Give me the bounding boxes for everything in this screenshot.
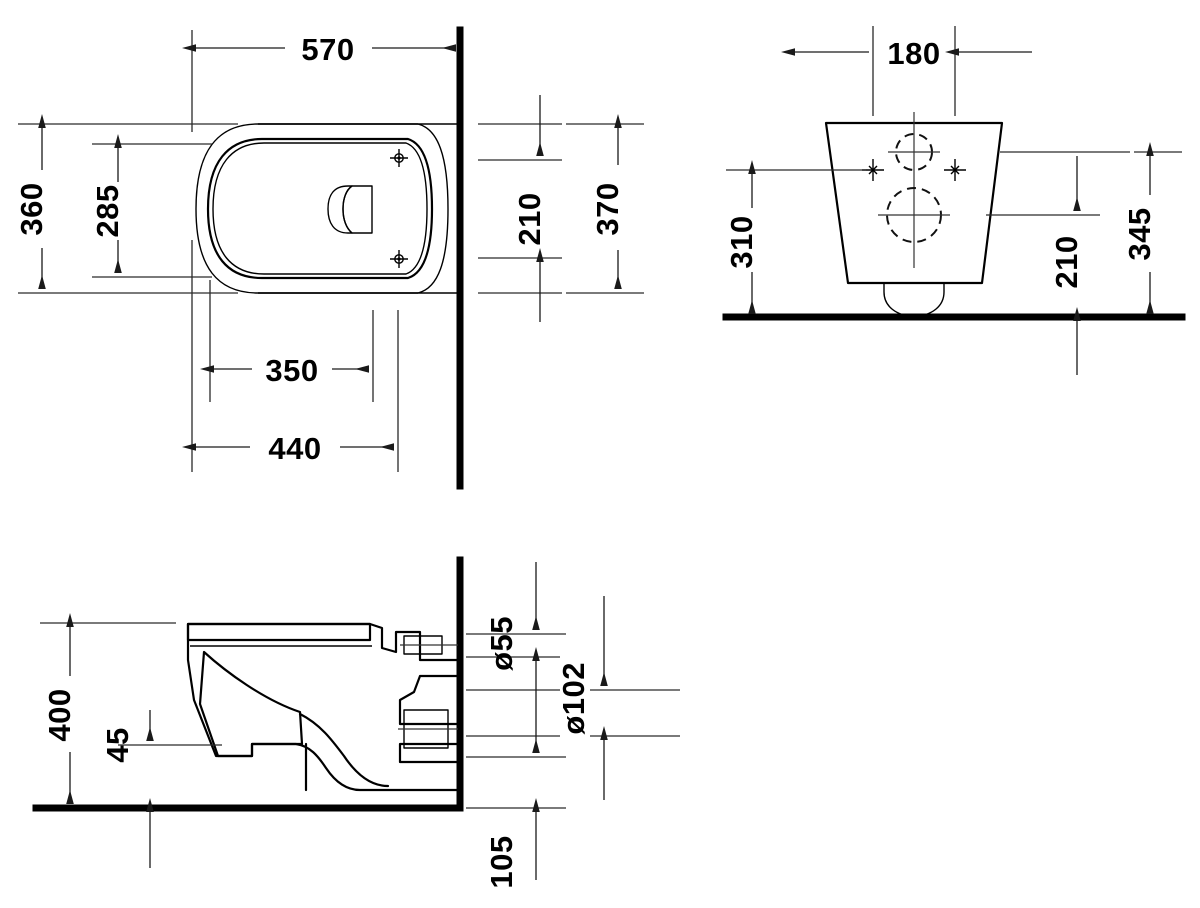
plan-285-label: 285	[90, 184, 125, 237]
plan-570-label: 570	[301, 32, 354, 67]
plan-bowl-inner-rim	[206, 137, 434, 280]
front-body-outline	[824, 121, 1004, 285]
side-45-label: 45	[100, 727, 135, 762]
side-trap-curve	[298, 712, 390, 788]
side-d102-label: ø102	[556, 662, 591, 735]
front-210-label: 210	[1049, 235, 1084, 288]
plan-bowl-inner-rim-offset	[212, 142, 428, 275]
side-400-label: 400	[42, 688, 77, 741]
front-bolt-right	[944, 159, 966, 181]
plan-350-label: 350	[265, 353, 318, 388]
wall-210-label: 210	[512, 192, 547, 245]
front-180-label: 180	[887, 36, 940, 71]
side-d55-label: ø55	[484, 616, 519, 671]
plan-440-label: 440	[268, 431, 321, 466]
front-310-label: 310	[724, 215, 759, 268]
plan-bowl-outer-outline	[195, 123, 449, 294]
front-345-label: 345	[1122, 207, 1157, 260]
plan-bolt-hole-upper	[390, 149, 408, 167]
side-bowl-cavity	[198, 650, 304, 758]
front-waste-boss	[883, 282, 945, 317]
plan-360-label: 360	[14, 182, 49, 235]
plan-view-group: 570 360 285 350 440 210	[14, 26, 644, 490]
plan-bolt-hole-lower	[390, 250, 408, 268]
side-section-view-group: 400 45 ø55 ø102 105	[32, 556, 680, 889]
plan-outlet-detail-right	[342, 185, 373, 234]
front-view-group: 180 310 210 345	[722, 26, 1186, 375]
side-105-label: 105	[484, 835, 519, 888]
wall-370-label: 370	[590, 182, 625, 235]
